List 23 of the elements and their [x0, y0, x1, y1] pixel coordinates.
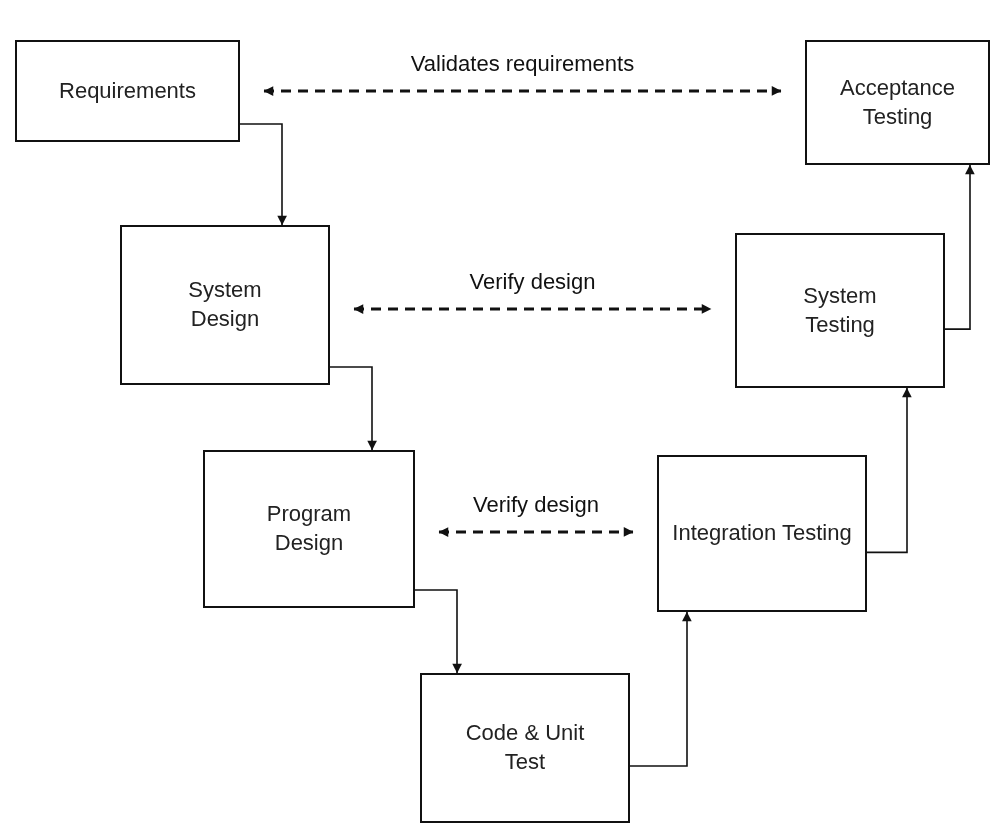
process-box [120, 225, 330, 385]
arrow [239, 123, 287, 226]
process-box [15, 40, 240, 142]
dashed-double-arrow [438, 527, 634, 537]
box-label: System Testing [802, 281, 878, 339]
box-label: Code & Unit Test [465, 719, 585, 776]
dashed-double-arrow [353, 304, 712, 314]
box-label: Acceptance Testing [839, 73, 956, 131]
arrow [866, 387, 912, 554]
box-label: Integration Testing [672, 519, 852, 548]
arrow [329, 366, 377, 451]
process-box [657, 455, 867, 612]
box-label: System Design [187, 276, 263, 333]
arrow [944, 164, 975, 330]
process-box [735, 233, 945, 388]
arrow [414, 589, 462, 674]
dashed-double-arrow [263, 86, 782, 96]
box-label: Program Design [265, 500, 353, 557]
process-box [805, 40, 990, 165]
box-label: Requirements [59, 76, 196, 105]
process-box [203, 450, 415, 608]
process-box [420, 673, 630, 823]
arrow [629, 611, 692, 767]
